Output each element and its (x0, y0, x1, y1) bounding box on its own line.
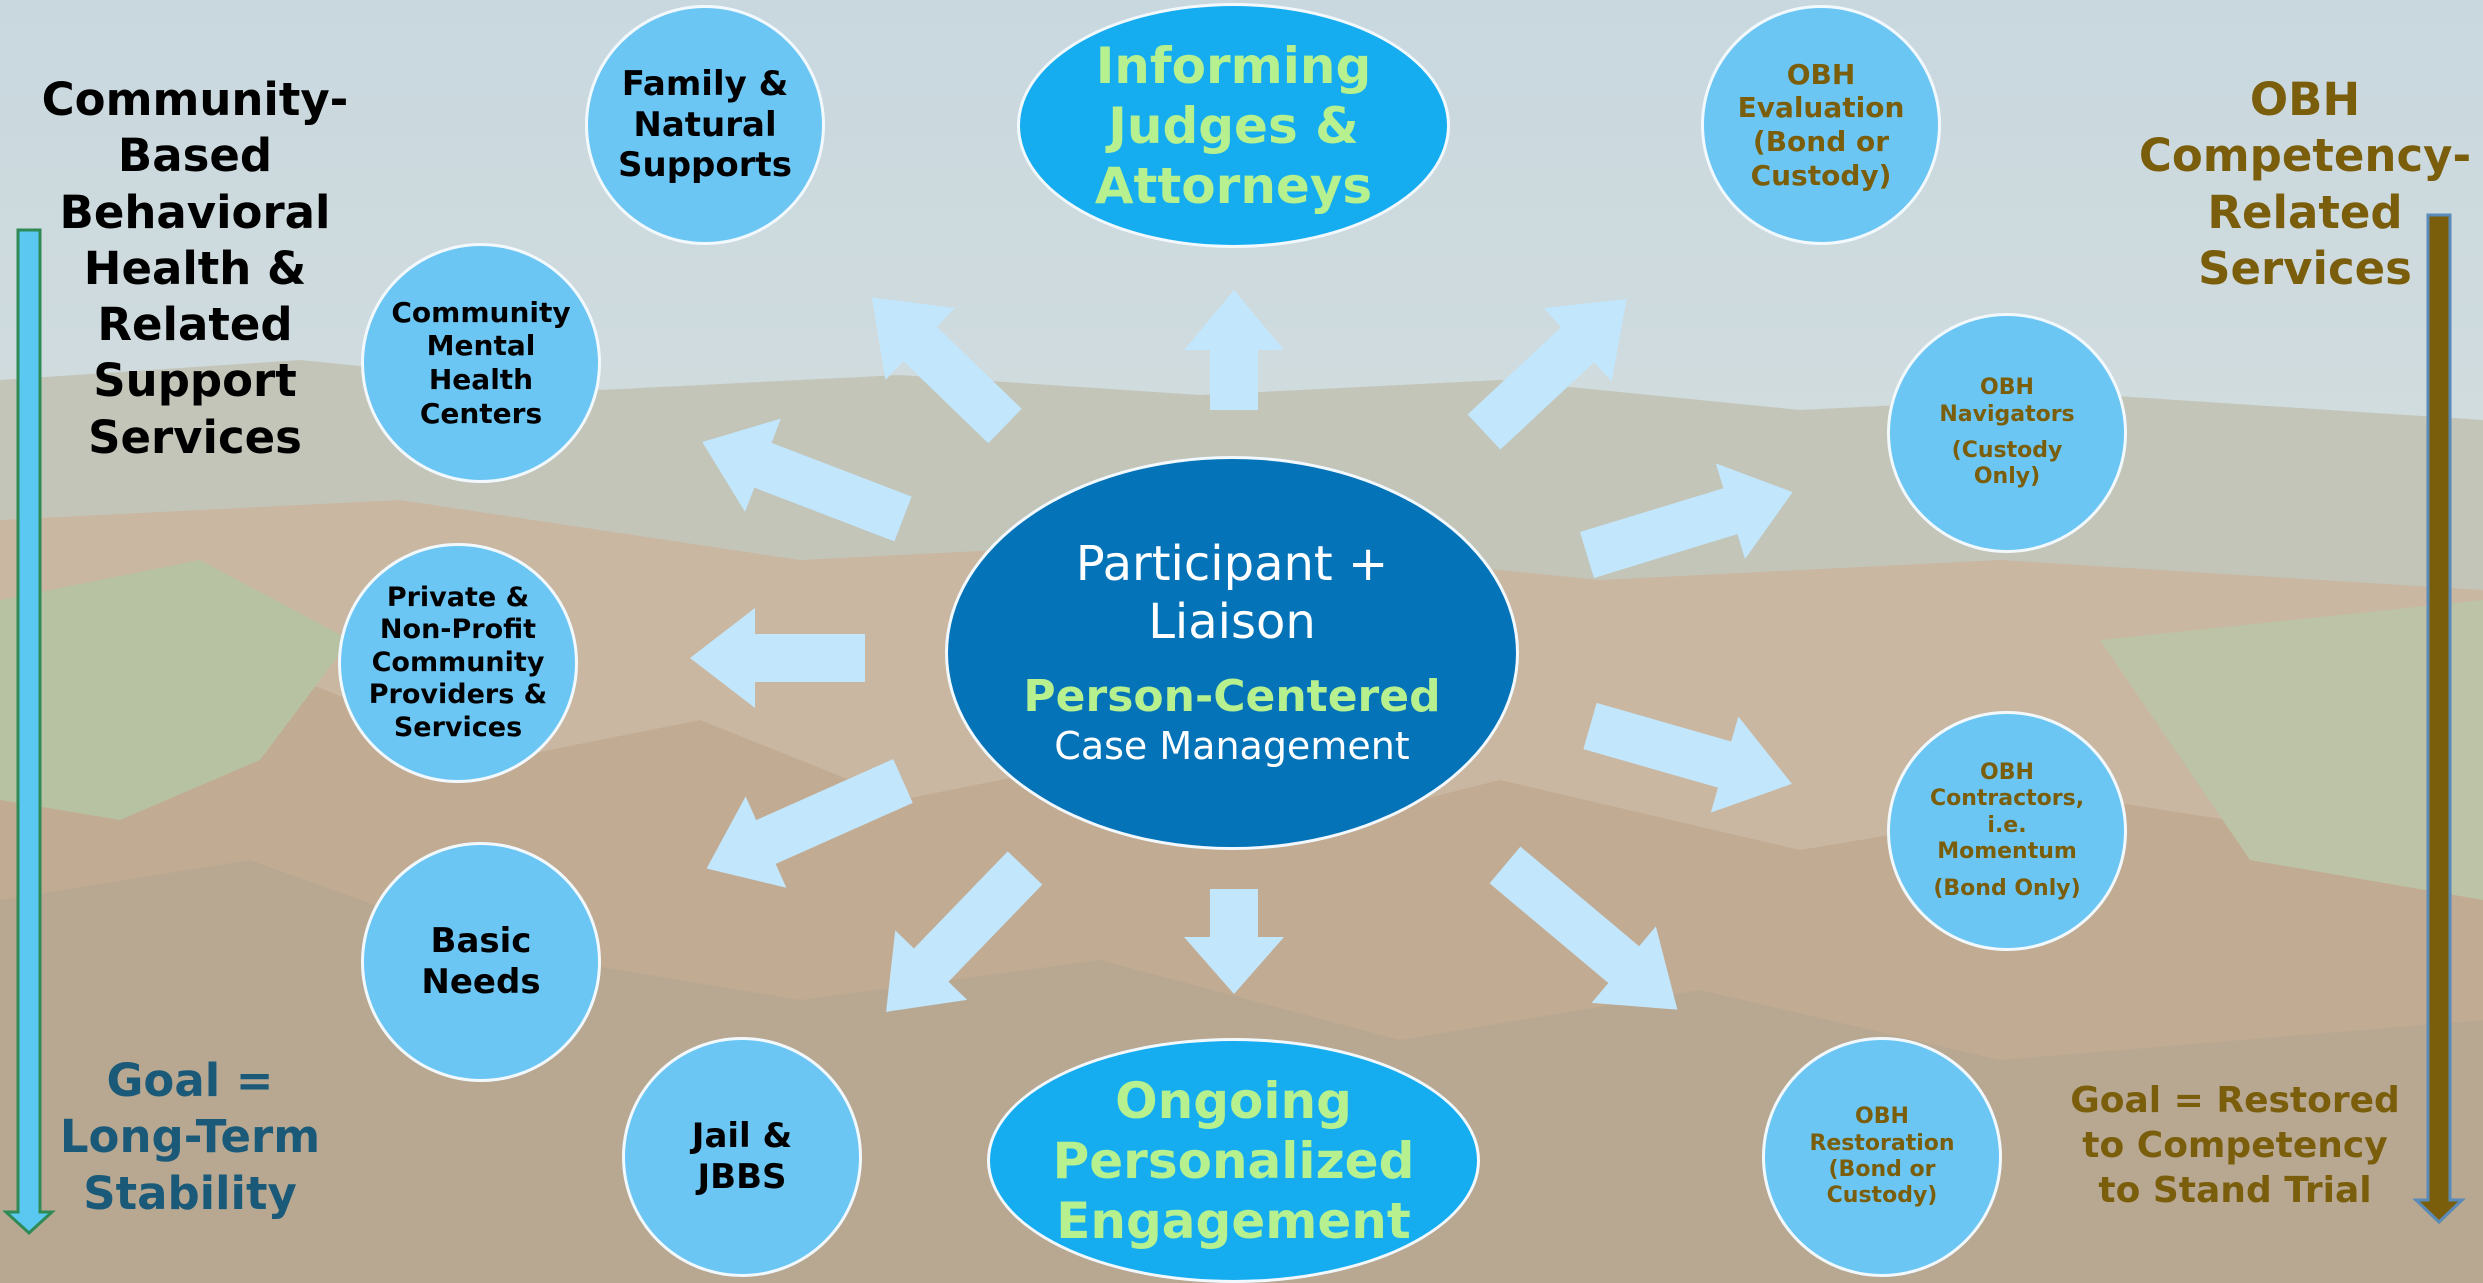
down-arrow-right-icon (2412, 213, 2466, 1225)
arrow-right-lower (1583, 702, 1792, 813)
arrow-down-left (886, 851, 1043, 1012)
arrow-up-left (871, 297, 1022, 444)
arrow-left-upper (702, 418, 912, 542)
jail-jbbs-circle: Jail & JBBS (622, 1037, 862, 1277)
obh-restoration-circle: OBH Restoration (Bond or Custody) (1762, 1037, 2002, 1277)
arrow-up (1184, 290, 1284, 410)
arrow-left-lower (706, 759, 913, 888)
right-goal: Goal = Restored to Competency to Stand T… (2070, 1080, 2400, 1211)
left-goal: Goal = Long-Term Stability (59, 1054, 321, 1220)
ongoing-engagement-oval: Ongoing Personalized Engagement (987, 1038, 1480, 1283)
down-arrow-left-icon (2, 228, 56, 1236)
community-mental-health-centers-circle: Community Mental Health Centers (361, 243, 601, 483)
obh-evaluation-circle: OBH Evaluation (Bond or Custody) (1701, 5, 1941, 245)
arrow-down (1184, 889, 1284, 994)
arrow-up-right (1467, 299, 1627, 450)
private-nonprofit-providers-circle: Private & Non-Profit Community Providers… (338, 543, 578, 783)
family-natural-supports-circle: Family & Natural Supports (585, 5, 825, 245)
arrow-right-upper (1579, 463, 1793, 578)
basic-needs-circle: Basic Needs (361, 842, 601, 1082)
obh-contractors-circle: OBH Contractors, i.e. Momentum (Bond Onl… (1887, 711, 2127, 951)
right-title: OBH Competency- Related Services (2138, 73, 2472, 295)
arrow-down-right (1489, 846, 1678, 1010)
informing-judges-oval: Informing Judges & Attorneys (1017, 3, 1450, 248)
participant-liaison-center: Participant + Liaison Person-Centered Ca… (945, 456, 1519, 850)
arrow-left (690, 608, 865, 708)
left-title: Community- Based Behavioral Health & Rel… (41, 73, 349, 464)
obh-navigators-circle: OBH Navigators (Custody Only) (1887, 313, 2127, 553)
